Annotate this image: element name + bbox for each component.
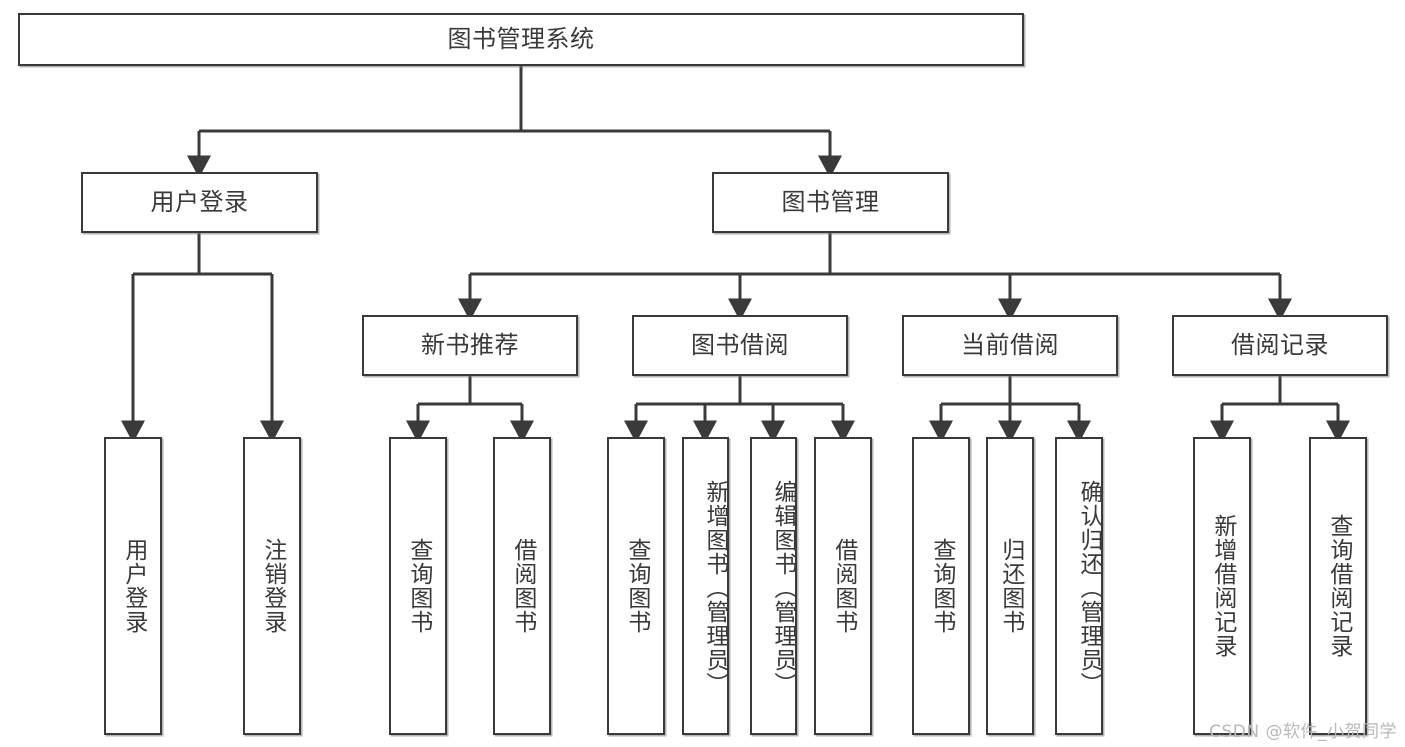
node-label: 图书借阅	[691, 331, 789, 360]
leaf-book-borrow-add-book-admin[interactable]: 新增图书（管理员）	[682, 437, 729, 735]
leaf-book-borrow-borrow-book[interactable]: 借阅图书	[814, 437, 872, 735]
node-label: 图书管理	[781, 188, 880, 217]
leaf-book-borrow-query-book[interactable]: 查询图书	[607, 437, 665, 735]
node-label: 借阅记录	[1231, 331, 1329, 360]
leaf-new-book-query-book[interactable]: 查询图书	[389, 437, 447, 735]
node-user-login[interactable]: 用户登录	[81, 172, 318, 233]
node-label: 当前借阅	[961, 331, 1059, 360]
leaf-book-borrow-edit-book-admin[interactable]: 编辑图书（管理员）	[750, 437, 797, 735]
csdn-watermark: CSDN @软件_小贺同学	[1209, 722, 1397, 742]
node-label: 归还图书	[997, 538, 1024, 634]
node-label: 借阅图书	[830, 538, 857, 634]
leaf-user-login-logout[interactable]: 注销登录	[243, 437, 301, 735]
node-book-management[interactable]: 图书管理	[712, 172, 949, 233]
node-label: 查询借阅记录	[1325, 514, 1352, 658]
node-label: 新增借阅记录	[1209, 514, 1236, 658]
node-label: 编辑图书（管理员）	[770, 480, 796, 696]
leaf-current-borrow-query-book[interactable]: 查询图书	[912, 437, 970, 735]
node-label: 查询图书	[623, 538, 650, 634]
node-label: 新增图书（管理员）	[702, 480, 728, 696]
node-root-book-management-system[interactable]: 图书管理系统	[18, 13, 1024, 66]
leaf-borrow-record-query-record[interactable]: 查询借阅记录	[1309, 437, 1367, 735]
node-label: 用户登录	[120, 538, 147, 634]
node-label: 用户登录	[150, 188, 249, 217]
leaf-current-borrow-confirm-return-admin[interactable]: 确认归还（管理员）	[1055, 437, 1103, 735]
leaf-new-book-borrow-book[interactable]: 借阅图书	[493, 437, 551, 735]
node-current-borrow[interactable]: 当前借阅	[902, 315, 1118, 376]
leaf-current-borrow-return-book[interactable]: 归还图书	[986, 437, 1034, 735]
leaf-user-login-login[interactable]: 用户登录	[104, 437, 162, 735]
node-label: 借阅图书	[509, 538, 536, 634]
node-label: 图书管理系统	[447, 25, 595, 54]
node-borrow-record[interactable]: 借阅记录	[1172, 315, 1388, 376]
node-new-book-recommend[interactable]: 新书推荐	[362, 315, 578, 376]
node-label: 查询图书	[405, 538, 432, 634]
leaf-borrow-record-add-record[interactable]: 新增借阅记录	[1193, 437, 1251, 735]
node-label: 新书推荐	[421, 331, 519, 360]
node-label: 确认归还（管理员）	[1076, 480, 1102, 696]
node-label: 注销登录	[259, 538, 286, 634]
node-book-borrow[interactable]: 图书借阅	[632, 315, 848, 376]
node-label: 查询图书	[928, 538, 955, 634]
